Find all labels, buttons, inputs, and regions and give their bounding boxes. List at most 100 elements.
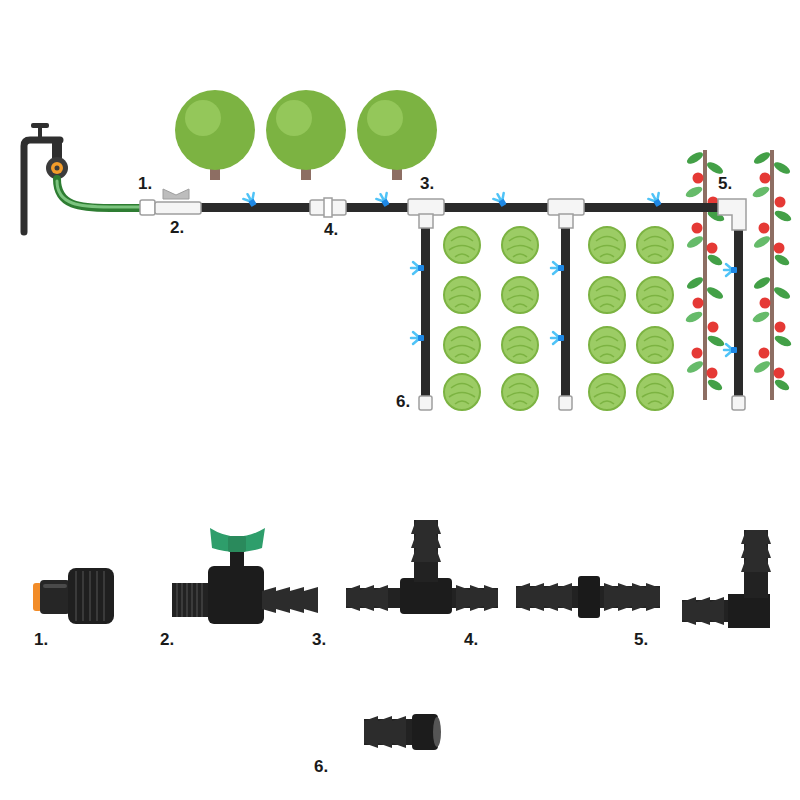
drippers (551, 262, 564, 274)
lettuces (444, 374, 480, 410)
lettuces (502, 277, 538, 313)
straight-coupling (544, 583, 558, 611)
tomato-plants (751, 275, 793, 400)
callout-number: 3. (418, 174, 436, 194)
label-slot: 1. (32, 630, 50, 650)
tee-connector (360, 585, 374, 611)
trees (357, 90, 437, 180)
shutoff-valve (228, 536, 246, 552)
layout-fittings (559, 214, 573, 228)
straight-coupling (632, 583, 646, 611)
label-slot: 3. (418, 174, 436, 194)
lettuces (444, 277, 480, 313)
elbow-connector (682, 530, 771, 628)
end-plug (378, 716, 392, 748)
tomato-plants (684, 150, 793, 400)
end-plug (392, 716, 406, 748)
elbow-connector (728, 594, 770, 628)
lettuces (444, 227, 673, 410)
drippers (647, 191, 664, 208)
shutoff-valve (172, 528, 318, 624)
trees (175, 90, 255, 180)
layout-fittings (559, 396, 572, 410)
callout-number: 3. (310, 630, 328, 650)
lettuces (637, 227, 673, 263)
faucet (38, 128, 42, 138)
lettuces (589, 374, 625, 410)
lettuces (589, 277, 625, 313)
faucet (55, 166, 60, 171)
drippers (375, 191, 392, 208)
drip-pipes (421, 226, 430, 398)
quick-connector (33, 568, 114, 624)
label-slot: 2. (168, 218, 186, 238)
elbow-connector (741, 544, 771, 558)
tee-connector (470, 585, 484, 611)
shutoff-valve (172, 583, 210, 617)
tomato-plants (751, 150, 793, 275)
callout-number: 1. (136, 174, 154, 194)
layout-fittings (140, 189, 746, 410)
layout-fittings (732, 396, 745, 410)
elbow-connector (682, 597, 696, 625)
label-slot: 1. (136, 174, 154, 194)
faucet (51, 162, 63, 174)
layout-fittings (408, 199, 444, 215)
label-slot: 5. (716, 174, 734, 194)
layout-fittings (140, 200, 155, 215)
drippers (724, 344, 737, 356)
garden-hose (57, 179, 142, 208)
label-slot: 6. (312, 757, 330, 777)
shutoff-valve (304, 587, 318, 613)
tee-connector (411, 520, 441, 534)
callout-number: 4. (322, 220, 340, 240)
tomato-plants (684, 275, 726, 400)
label-slot: 5. (632, 630, 650, 650)
tee-connector (456, 585, 470, 611)
lettuces (444, 327, 480, 363)
end-plug (433, 717, 441, 747)
shutoff-valve (210, 528, 265, 552)
callout-number: 4. (462, 630, 480, 650)
layout-fittings (163, 189, 189, 199)
elbow-connector (741, 530, 771, 544)
callout-number: 1. (32, 630, 50, 650)
layout-fittings (155, 202, 201, 214)
tee-connector (411, 548, 441, 562)
lettuces (502, 327, 538, 363)
end-plug (364, 716, 378, 748)
layout-fittings (419, 396, 432, 410)
shutoff-valve (262, 587, 276, 613)
drippers (492, 191, 509, 208)
drip-pipes (561, 226, 570, 398)
trees (266, 90, 346, 180)
shutoff-valve (208, 566, 264, 624)
quick-connector (76, 571, 104, 621)
lettuces (502, 227, 538, 263)
lettuces (444, 227, 480, 263)
trees (175, 90, 437, 180)
callout-number: 2. (168, 218, 186, 238)
callout-number: 6. (312, 757, 330, 777)
shutoff-valve (276, 587, 290, 613)
tee-connector (346, 520, 498, 614)
tee-connector (484, 585, 498, 611)
garden-hose (57, 179, 142, 208)
lettuces (589, 327, 625, 363)
straight-coupling (558, 583, 572, 611)
drip-pipes (200, 203, 722, 212)
tee-connector (374, 585, 388, 611)
label-slot: 6. (394, 392, 412, 412)
label-slot: 4. (462, 630, 480, 650)
lettuces (637, 374, 673, 410)
callout-number: 2. (158, 630, 176, 650)
quick-connector (68, 568, 114, 624)
callout-number: 5. (716, 174, 734, 194)
drippers (724, 264, 737, 276)
label-slot: 3. (310, 630, 328, 650)
tee-connector (346, 585, 360, 611)
straight-coupling (646, 583, 660, 611)
straight-coupling (618, 583, 632, 611)
drippers (551, 332, 564, 344)
straight-coupling (516, 576, 660, 618)
